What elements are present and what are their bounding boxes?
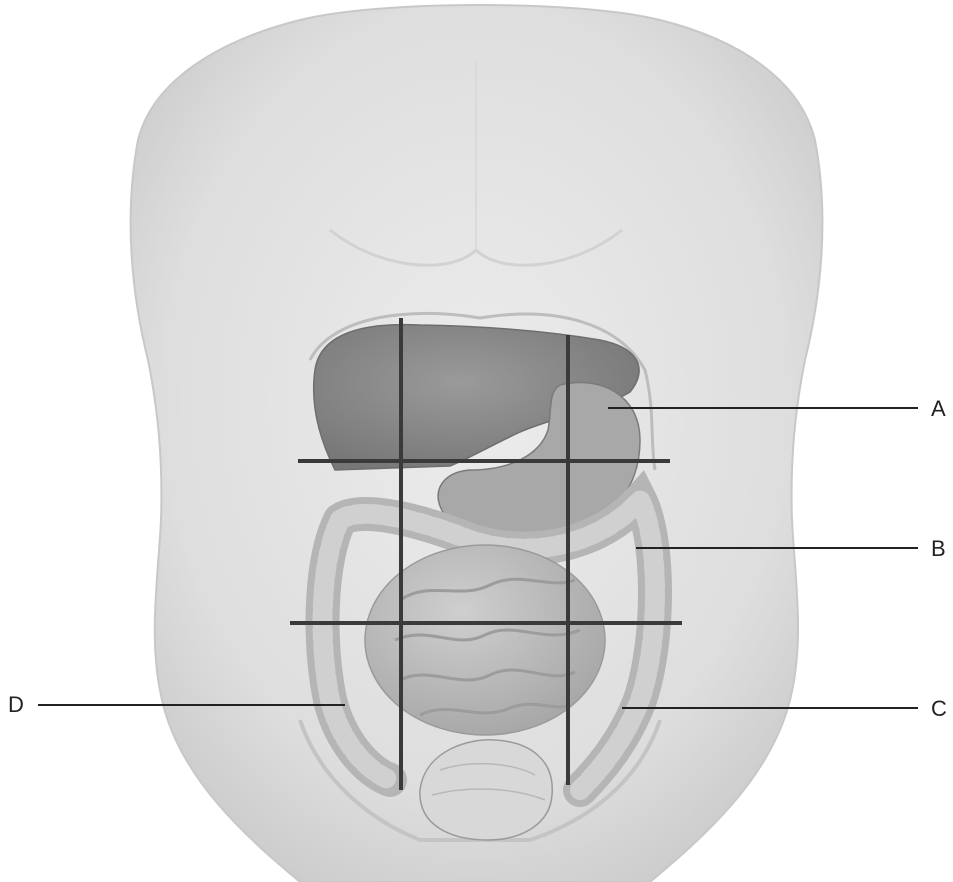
label-b: B [931,536,946,561]
label-a: A [931,396,946,421]
label-c: C [931,696,947,721]
label-d: D [8,692,24,717]
bladder [420,740,552,840]
